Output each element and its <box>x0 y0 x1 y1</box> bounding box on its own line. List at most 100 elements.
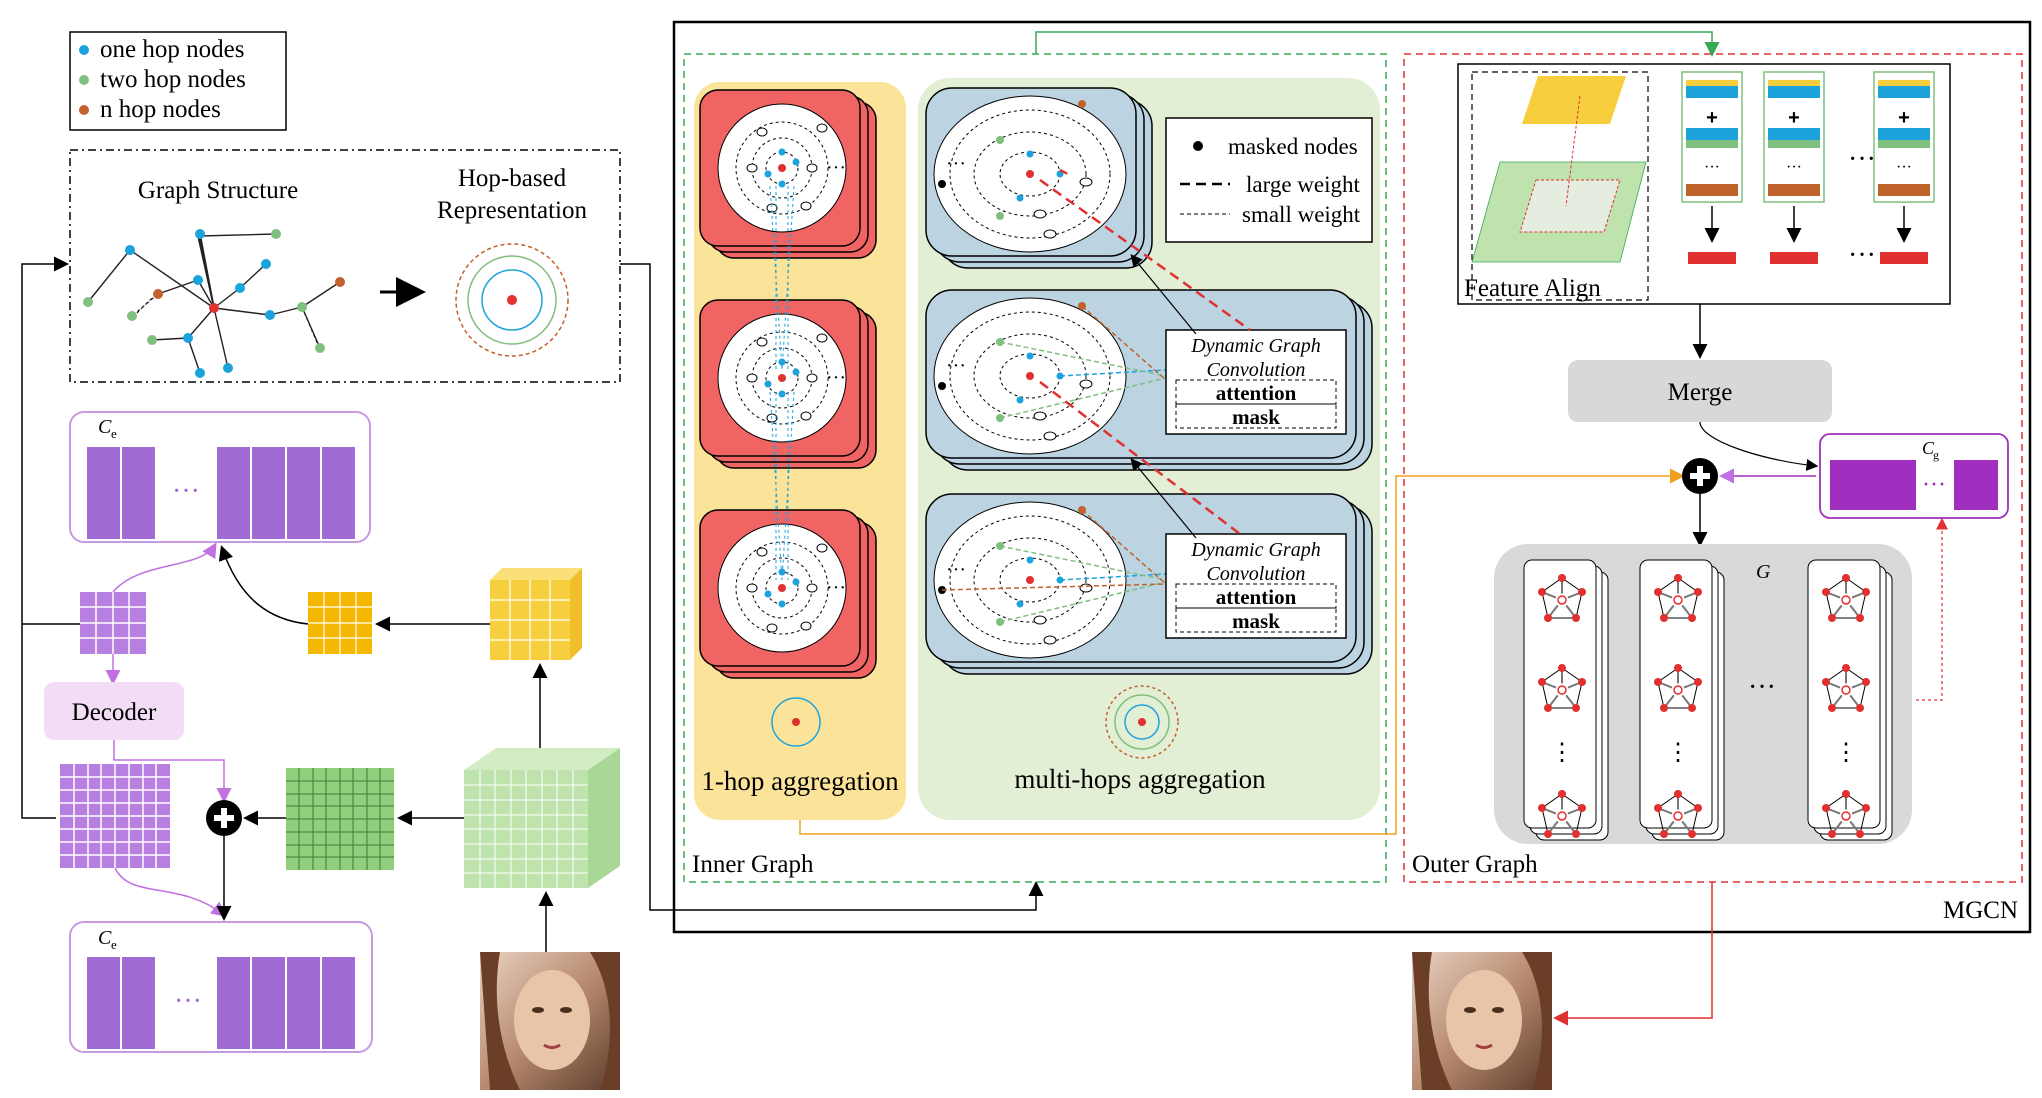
feature-align-label: Feature Align <box>1464 275 1601 302</box>
hop-label-line2: Representation <box>437 197 587 224</box>
outer-graph-column-2: ⋮ <box>1639 559 1725 841</box>
green-cube <box>464 748 620 888</box>
ce-top-sub: e <box>111 426 117 441</box>
decoder-to-plus-arrow <box>113 740 232 803</box>
graph-to-mgcn-arrow <box>620 263 1044 911</box>
one-hop-aggregate-icon <box>771 697 821 747</box>
purple-small-grid <box>80 592 146 654</box>
graph-edges <box>87 232 341 374</box>
legend-one-hop: one hop nodes <box>100 36 244 63</box>
purple-big-grid <box>60 764 170 868</box>
one-hop-card-stacks: ··· ··· ··· <box>699 89 877 679</box>
legend-small: small weight <box>1242 202 1361 227</box>
svg-text:···: ··· <box>1786 159 1802 176</box>
ce-top-dots: ··· <box>172 476 200 507</box>
hop-label-line1: Hop-based <box>458 165 567 192</box>
yellow-to-ce-arrow <box>218 545 309 625</box>
legend-two-hop: two hop nodes <box>100 66 246 93</box>
g-ellipsis: ··· <box>1748 672 1776 703</box>
green-grid-2d <box>286 768 394 870</box>
cg-dots: ··· <box>1922 472 1946 498</box>
one-hop-stack-3: ··· <box>699 509 877 679</box>
masked-node-icon <box>1193 141 1203 151</box>
one-hop-stack-2: ··· <box>699 299 877 469</box>
mgcn-box: MGCN <box>672 20 2032 934</box>
multi-hop-stack-1: ··· <box>925 87 1153 269</box>
merge-block: Merge <box>1568 360 1832 422</box>
svg-text:···: ··· <box>946 559 966 581</box>
decoder-label: Decoder <box>72 699 157 726</box>
dgc1-line2: Convolution <box>1207 359 1306 381</box>
dgc-box-2: Dynamic Graph Convolution attention mask <box>1165 533 1347 639</box>
feature-ellipsis-top: ··· <box>1848 144 1876 175</box>
hop-representation-icon <box>455 243 569 357</box>
inner-to-outer-connector <box>1035 31 1720 57</box>
svg-text:⋮: ⋮ <box>1666 740 1690 766</box>
n-hop-dot-icon <box>79 105 89 115</box>
yellow-cube <box>490 568 582 660</box>
dgc2-attention: attention <box>1216 585 1297 609</box>
two-hop-dot-icon <box>79 75 89 85</box>
svg-text:⋮: ⋮ <box>1550 740 1574 766</box>
feature-ellipsis-bottom: ··· <box>1848 240 1876 271</box>
feedback-to-graph-arrow <box>21 256 69 819</box>
output-face-image <box>1412 952 1552 1090</box>
graph-nodes <box>83 229 345 378</box>
ce-bottom-dots: ··· <box>174 986 202 1017</box>
dgc1-line1: Dynamic Graph <box>1190 335 1320 357</box>
svg-text:···: ··· <box>826 157 846 179</box>
outer-graph-label: Outer Graph <box>1412 851 1538 878</box>
one-hop-links <box>769 185 795 581</box>
weight-legend: masked nodes large weight small weight <box>1165 117 1373 243</box>
dgc2-line2: Convolution <box>1207 563 1306 585</box>
input-face-image <box>480 952 620 1090</box>
node-legend: one hop nodes two hop nodes n hop nodes <box>69 31 287 131</box>
outer-graph-columns: ⋮ ⋮ ⋮ <box>1523 559 1893 841</box>
inner-to-plus-connector <box>799 468 1685 835</box>
svg-text:···: ··· <box>946 355 966 377</box>
svg-text:···: ··· <box>1896 159 1912 176</box>
grid-to-ce-arrow <box>112 542 217 593</box>
multi-hop-label: multi-hops aggregation <box>1014 764 1266 794</box>
dgc-box-1: Dynamic Graph Convolution attention mask <box>1165 329 1347 435</box>
ce-top-label: C <box>98 416 112 438</box>
biggrid-to-ce-arrow <box>114 867 227 917</box>
dgc1-attention: attention <box>1216 381 1297 405</box>
one-hop-stack-1: ··· <box>699 89 877 259</box>
svg-text:⋮: ⋮ <box>1834 740 1858 766</box>
one-hop-label: 1-hop aggregation <box>701 766 899 796</box>
svg-text:+: + <box>1898 107 1910 129</box>
svg-text:···: ··· <box>1704 159 1720 176</box>
legend-n-hop: n hop nodes <box>100 96 221 123</box>
svg-text:···: ··· <box>826 577 846 599</box>
outer-to-output-arrow <box>1553 882 1713 1026</box>
yellow-small-grid <box>308 592 372 654</box>
large-weight-links <box>1039 178 1251 535</box>
dgc1-mask: mask <box>1232 405 1280 429</box>
one-hop-dot-icon <box>79 45 89 55</box>
outer-graph-column-1: ⋮ <box>1523 559 1609 841</box>
inner-graph-label: Inner Graph <box>692 851 814 878</box>
ce-bottom-panel: C e ··· <box>69 921 373 1053</box>
ce-top-bars <box>85 445 357 541</box>
ce-bottom-label: C <box>98 927 112 949</box>
svg-text:···: ··· <box>826 367 846 389</box>
outer-graph-box: Outer Graph <box>1403 53 2023 883</box>
stack-connect-arrows <box>1130 254 1197 539</box>
left-plus-icon <box>206 800 242 836</box>
g-to-cg-arrow <box>1916 517 1948 701</box>
feature-column-3: + ··· <box>1873 71 1935 264</box>
legend-masked: masked nodes <box>1228 134 1358 159</box>
dgc2-mask: mask <box>1232 609 1280 633</box>
cg-label: C <box>1922 438 1935 458</box>
feature-column-1: + ··· <box>1681 71 1743 264</box>
ce-bottom-bars <box>85 955 357 1051</box>
feature-columns: +···+···+··· <box>1681 71 1935 264</box>
multi-hop-aggregate-icon <box>1105 685 1179 759</box>
cg-sub: g <box>1933 448 1939 462</box>
right-plus-icon <box>1682 458 1718 494</box>
svg-text:+: + <box>1706 107 1718 129</box>
graph-structure-label: Graph Structure <box>138 177 298 204</box>
merge-to-cg-arrow <box>1699 421 1819 471</box>
